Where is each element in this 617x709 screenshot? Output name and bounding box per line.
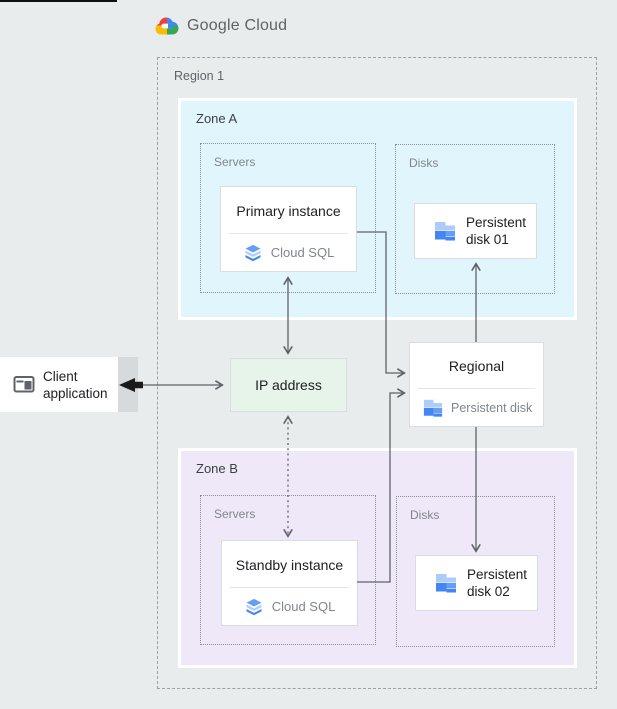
persistent-disk-01-name: Persistent disk 01 — [466, 214, 526, 248]
card-divider — [418, 388, 535, 389]
disks-label: Disks — [409, 156, 439, 170]
servers-label: Servers — [214, 507, 256, 521]
disk-name-line1: Persistent — [467, 567, 528, 582]
zone-a-label: Zone A — [196, 111, 238, 126]
client-application-name: Client application — [43, 368, 108, 402]
standby-instance-card: Standby instance Cloud SQL — [221, 540, 358, 626]
standby-instance-title: Standby instance — [235, 556, 344, 573]
regional-disk-product-row: Persistent disk — [423, 389, 543, 426]
persistent-disk-icon — [435, 572, 457, 594]
ip-address-card: IP address — [230, 358, 347, 412]
cloud-sql-icon — [244, 597, 264, 617]
disk-name-line1: Persistent — [466, 215, 527, 230]
card-divider — [230, 587, 349, 588]
servers-label: Servers — [214, 155, 256, 169]
product-name: Google Cloud — [187, 16, 288, 34]
standby-instance-product-row: Cloud SQL — [222, 588, 357, 625]
ip-address-label: IP address — [255, 377, 322, 393]
persistent-disk-01-card: Persistent disk 01 — [414, 203, 537, 259]
persistent-disk-02-name: Persistent disk 02 — [467, 566, 527, 600]
primary-instance-product: Cloud SQL — [270, 245, 335, 260]
disk-name-line2: disk 02 — [467, 584, 510, 599]
disk-name-line2: disk 01 — [466, 232, 509, 247]
persistent-disk-icon — [434, 220, 456, 242]
cloud-sql-icon — [243, 243, 263, 263]
regional-disk-title: Regional — [448, 358, 505, 374]
google-cloud-logo-icon — [154, 15, 180, 36]
region-label: Region 1 — [174, 69, 225, 83]
card-divider — [229, 233, 348, 234]
persistent-disk-icon — [423, 398, 443, 418]
client-application-card: Client application — [0, 357, 118, 412]
client-application-icon — [13, 375, 35, 394]
disks-label: Disks — [410, 508, 440, 522]
regional-disk-product: Persistent disk — [451, 400, 533, 415]
google-cloud-logo: Google Cloud — [154, 15, 287, 36]
persistent-disk-02-card: Persistent disk 02 — [415, 555, 538, 611]
zone-b-label: Zone B — [196, 461, 238, 476]
standby-instance-product: Cloud SQL — [271, 599, 336, 614]
region-container — [157, 57, 597, 689]
client-name-line2: application — [43, 385, 108, 401]
primary-instance-product-row: Cloud SQL — [221, 234, 356, 271]
client-name-line1: Client — [43, 368, 78, 384]
regional-disk-card: Regional Persistent disk — [409, 342, 544, 427]
client-background-strip — [117, 357, 138, 412]
primary-instance-title: Primary instance — [236, 202, 341, 219]
primary-instance-card: Primary instance Cloud SQL — [220, 186, 357, 272]
window-edge-bar — [0, 0, 117, 2]
zone-a-disks-group: Disks — [395, 144, 555, 294]
